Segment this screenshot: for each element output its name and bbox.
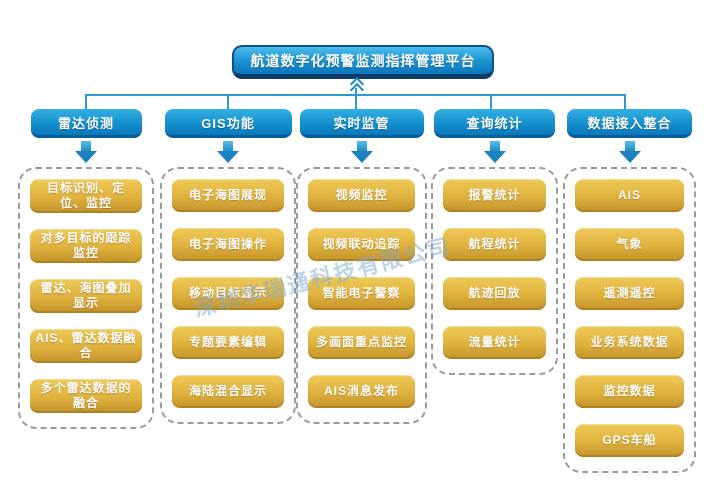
branch-header-query: 查询统计 <box>434 109 555 138</box>
feature-item: 专题要素编辑 <box>172 326 284 359</box>
feature-item: 电子海图展现 <box>172 179 284 212</box>
arrow-head <box>75 151 97 163</box>
feature-item: 电子海图操作 <box>172 228 284 261</box>
feature-item: AIS <box>575 179 684 212</box>
branch-column-query: 查询统计 报警统计航程统计航迹回放流量统计 <box>431 109 558 375</box>
feature-item: AIS消息发布 <box>308 375 415 408</box>
feature-item: 流量统计 <box>443 326 546 359</box>
branch-item-list: 视频监控视频联动追踪智能电子警察多画面重点监控 AIS消息发布 <box>296 167 427 424</box>
connector-stub-gis <box>227 94 229 110</box>
feature-item: 目标识别、定位、监控 <box>30 179 142 213</box>
feature-item: 遥测遥控 <box>575 277 684 310</box>
down-arrow-icon <box>483 138 506 167</box>
feature-item: 报警统计 <box>443 179 546 212</box>
feature-item: 气象 <box>575 228 684 261</box>
branch-item-list: AIS 气象遥测遥控业务系统数据监控数据 GPS车船 <box>563 167 696 473</box>
arrow-head <box>618 151 641 163</box>
feature-item: 监控数据 <box>575 375 684 408</box>
branch-column-data: 数据接入整合 AIS 气象遥测遥控业务系统数据监控数据 GPS车船 <box>563 109 696 473</box>
feature-item: 智能电子警察 <box>308 277 415 310</box>
arrow-stem <box>356 141 367 151</box>
feature-item: AIS、雷达数据融合 <box>30 329 142 363</box>
branch-header-gis: GIS功能 <box>164 109 292 138</box>
branch-header-data: 数据接入整合 <box>567 109 692 138</box>
feature-item: 航迹回放 <box>443 277 546 310</box>
feature-item: 移动目标显示 <box>172 277 284 310</box>
arrow-stem <box>624 141 635 151</box>
arrow-stem <box>223 141 233 151</box>
arrow-stem <box>81 141 91 151</box>
feature-item: 对多目标的跟踪监控 <box>30 229 142 263</box>
feature-item: 多个雷达数据的融合 <box>30 379 142 413</box>
feature-item: 多画面重点监控 <box>308 326 415 359</box>
root-node: 航道数字化预警监测指挥管理平台 <box>232 45 494 79</box>
branch-item-list: 报警统计航程统计航迹回放流量统计 <box>431 167 558 375</box>
branch-header-realtime: 实时监管 <box>299 109 424 138</box>
branch-column-radar: 雷达侦测 目标识别、定位、监控对多目标的跟踪监控雷达、海图叠加显示 AIS、雷达数… <box>18 109 154 429</box>
branch-item-list: 目标识别、定位、监控对多目标的跟踪监控雷达、海图叠加显示 AIS、雷达数据融合多个… <box>18 167 154 429</box>
branch-column-gis: GIS功能 电子海图展现电子海图操作移动目标显示专题要素编辑海陆混合显示 <box>160 109 296 424</box>
arrow-head <box>350 151 373 163</box>
feature-item: 海陆混合显示 <box>172 375 284 408</box>
connector-stub-radar <box>85 94 87 110</box>
arrow-head <box>217 151 239 163</box>
feature-item: 视频联动追踪 <box>308 228 415 261</box>
down-arrow-icon <box>217 138 239 167</box>
feature-item: 雷达、海图叠加显示 <box>30 279 142 313</box>
down-arrow-icon <box>350 138 373 167</box>
branch-header-radar: 雷达侦测 <box>30 109 142 138</box>
feature-item: 业务系统数据 <box>575 326 684 359</box>
connector-vertical-center <box>355 88 357 95</box>
branch-item-list: 电子海图展现电子海图操作移动目标显示专题要素编辑海陆混合显示 <box>160 167 296 424</box>
connector-stub-data <box>624 94 626 110</box>
feature-item: GPS车船 <box>575 424 684 457</box>
arrow-stem <box>489 141 500 151</box>
feature-item: 视频监控 <box>308 179 415 212</box>
feature-item: 航程统计 <box>443 228 546 261</box>
down-arrow-icon <box>618 138 641 167</box>
connector-stub-query <box>490 94 492 110</box>
arrow-head <box>483 151 506 163</box>
down-arrow-icon <box>75 138 97 167</box>
branch-column-realtime: 实时监管 视频监控视频联动追踪智能电子警察多画面重点监控 AIS消息发布 <box>296 109 427 424</box>
connector-stub-realtime <box>355 94 357 110</box>
